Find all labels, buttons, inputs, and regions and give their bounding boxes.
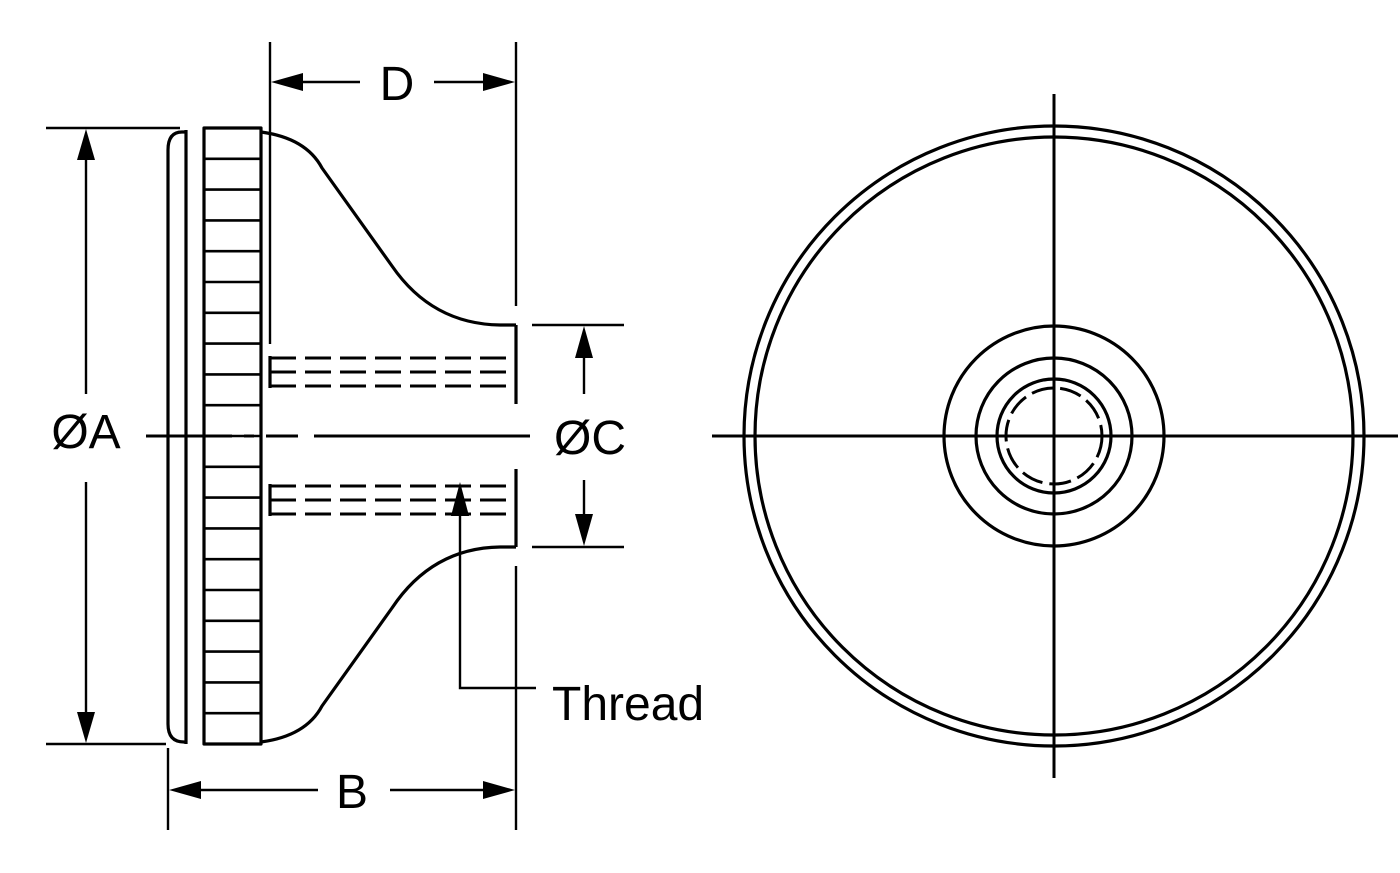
knob-body-top-profile: [260, 130, 516, 327]
dimension-a-label: ØA: [51, 406, 120, 459]
thread-label: Thread: [552, 678, 704, 731]
dimension-b-label: B: [336, 766, 368, 819]
dimension-b: [166, 566, 518, 830]
dimension-d-label: D: [380, 58, 415, 111]
thread-leader: [451, 482, 536, 690]
dimension-c-label: ØC: [554, 412, 626, 465]
hidden-thread-bore: [268, 356, 514, 516]
dimension-c: [532, 323, 624, 549]
side-view: ØA B D ØC: [46, 42, 704, 830]
dimension-d: [268, 42, 518, 344]
front-view: [712, 94, 1398, 778]
dimension-a: [46, 126, 180, 746]
knob-body-bottom-profile: [260, 545, 516, 744]
